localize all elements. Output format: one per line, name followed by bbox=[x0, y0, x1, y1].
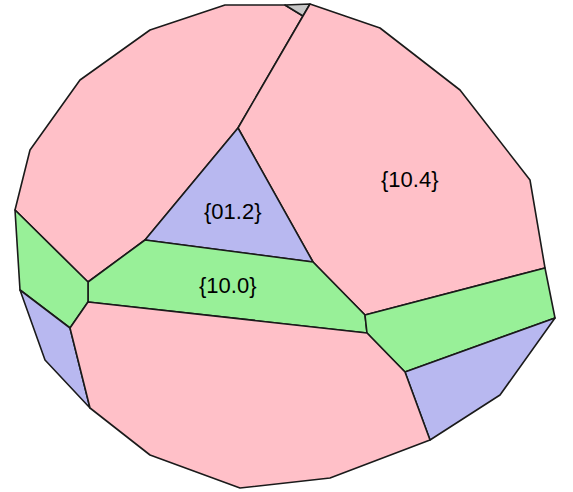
facet-label-box: {10.4} bbox=[377, 166, 443, 194]
blue-facet bbox=[405, 318, 555, 440]
blue-facet bbox=[145, 128, 313, 262]
facet-label: {01.2} bbox=[204, 200, 262, 224]
facet-label-box: {10.0} bbox=[195, 272, 261, 300]
pink-facet bbox=[70, 302, 430, 488]
facet-label: {10.4} bbox=[381, 168, 439, 192]
facet-label: {10.0} bbox=[199, 274, 257, 298]
facet-label-box: {01.2} bbox=[200, 198, 266, 226]
green-facet bbox=[15, 210, 88, 328]
